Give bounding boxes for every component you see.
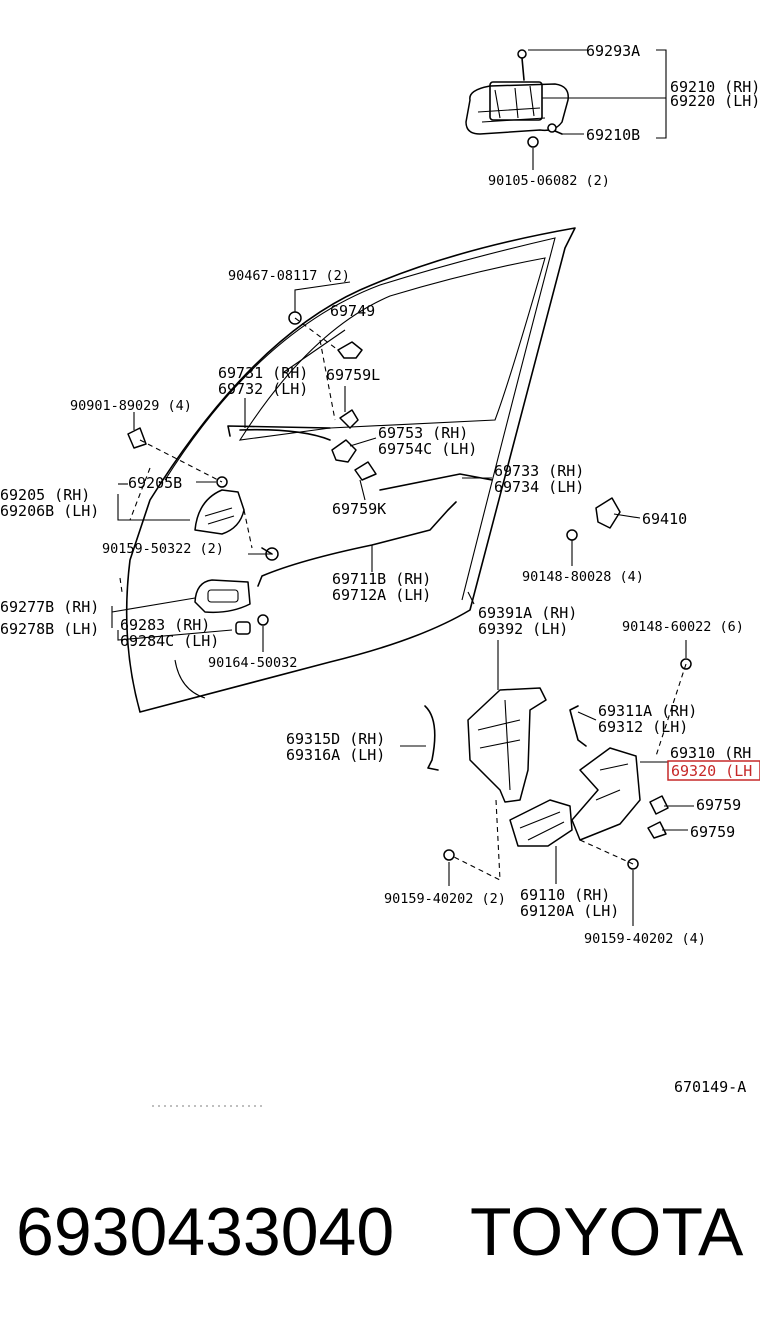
label-69278B: 69278B (LH): [0, 620, 99, 638]
label-69759K: 69759K: [332, 500, 386, 518]
label-69734: 69734 (LH): [494, 478, 584, 496]
inside-handle-part: [194, 489, 251, 614]
label-90148-80028: 90148-80028 (4): [522, 569, 644, 585]
label-69311A: 69311A (RH): [598, 702, 697, 720]
label-69205: 69205 (RH): [0, 486, 90, 504]
label-69315D: 69315D (RH): [286, 730, 385, 748]
label-90467: 90467-08117 (2): [228, 268, 350, 284]
outside-handle-part: [465, 49, 569, 148]
label-69283: 69283 (RH): [120, 616, 210, 634]
label-69205B: 69205B: [128, 474, 182, 492]
label-90901: 90901-89029 (4): [70, 398, 192, 414]
label-69754C: 69754C (LH): [378, 440, 477, 458]
label-69753: 69753 (RH): [378, 424, 468, 442]
leader-lines: [111, 49, 694, 926]
label-69110: 69110 (RH): [520, 886, 610, 904]
label-69759L: 69759L: [326, 366, 380, 384]
label-69731: 69731 (RH): [218, 364, 308, 382]
label-69712A: 69712A (LH): [332, 586, 431, 604]
label-69277B: 69277B (RH): [0, 598, 99, 616]
brand-name: TOYOTA: [470, 1194, 744, 1270]
label-69711B: 69711B (RH): [332, 570, 431, 588]
label-69759-b: 69759: [690, 823, 735, 841]
label-69220: 69220 (LH): [670, 92, 760, 110]
lock-assembly-part: [467, 687, 641, 847]
label-69206B: 69206B (LH): [0, 502, 99, 520]
label-90159-40202-a: 90159-40202 (2): [384, 891, 506, 907]
label-69210B: 69210B: [586, 126, 640, 144]
label-90164: 90164-50032: [208, 655, 297, 671]
label-69733: 69733 (RH): [494, 462, 584, 480]
label-670149: 670149-A: [674, 1078, 746, 1096]
label-69732: 69732 (LH): [218, 380, 308, 398]
label-69284C: 69284C (LH): [120, 632, 219, 650]
label-69392: 69392 (LH): [478, 620, 568, 638]
label-69410: 69410: [642, 510, 687, 528]
label-69749: 69749: [330, 302, 375, 320]
label-69210: 69210 (RH): [670, 78, 760, 96]
label-90148-60022: 90148-60022 (6): [622, 619, 744, 635]
label-90105: 90105-06082 (2): [488, 173, 610, 189]
label-69316A: 69316A (LH): [286, 746, 385, 764]
part-labels: 69293A 69210 (RH) 69220 (LH) 69210B 9010…: [0, 42, 760, 1096]
part-number: 6930433040: [16, 1194, 394, 1270]
label-69310: 69310 (RH: [670, 744, 751, 762]
label-69312: 69312 (LH): [598, 718, 688, 736]
fasteners: [127, 311, 692, 870]
label-69120A: 69120A (LH): [520, 902, 619, 920]
label-69759-a: 69759: [696, 796, 741, 814]
label-90159-50322: 90159-50322 (2): [102, 541, 224, 557]
label-69391A: 69391A (RH): [478, 604, 577, 622]
highlight-box: [667, 760, 760, 781]
label-69293A: 69293A: [586, 42, 640, 60]
label-90159-40202-b: 90159-40202 (4): [584, 931, 706, 947]
door-outline: [125, 227, 576, 713]
footer: 6930433040 TOYOTA: [16, 1194, 744, 1270]
connection-lines: [119, 317, 687, 881]
label-69320-highlight: 69320 (LH: [671, 762, 752, 780]
